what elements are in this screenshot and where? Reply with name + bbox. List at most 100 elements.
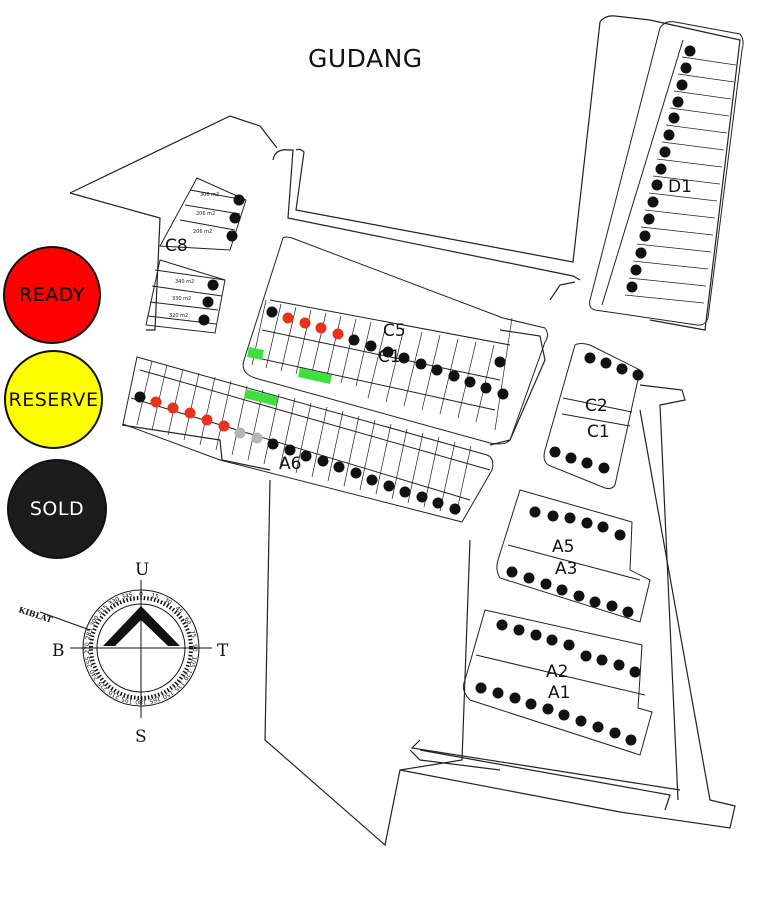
- lot-marker-sold[interactable]: [416, 491, 428, 503]
- lot-marker-sold[interactable]: [600, 357, 612, 369]
- lot-marker-sold[interactable]: [680, 62, 692, 74]
- lot-marker-sold[interactable]: [684, 45, 696, 57]
- lot-marker-reserve[interactable]: [234, 427, 246, 439]
- lot-marker-ready[interactable]: [167, 402, 179, 414]
- lot-marker-sold[interactable]: [622, 606, 634, 618]
- lot-marker-sold[interactable]: [580, 650, 592, 662]
- lot-marker-sold[interactable]: [513, 624, 525, 636]
- lot-marker-sold[interactable]: [630, 264, 642, 276]
- lot-marker-sold[interactable]: [597, 521, 609, 533]
- lot-marker-sold[interactable]: [492, 687, 504, 699]
- lot-marker-sold[interactable]: [564, 512, 576, 524]
- lot-marker-sold[interactable]: [300, 450, 312, 462]
- lot-marker-sold[interactable]: [558, 709, 570, 721]
- lot-marker-sold[interactable]: [575, 715, 587, 727]
- lot-marker-sold[interactable]: [480, 382, 492, 394]
- lot-marker-sold[interactable]: [475, 682, 487, 694]
- lot-marker-ready[interactable]: [315, 322, 327, 334]
- lot-marker-sold[interactable]: [609, 727, 621, 739]
- lot-marker-sold[interactable]: [672, 96, 684, 108]
- lot-marker-sold[interactable]: [549, 446, 561, 458]
- lot-marker-sold[interactable]: [383, 480, 395, 492]
- lot-marker-sold[interactable]: [415, 358, 427, 370]
- lot-marker-sold[interactable]: [616, 363, 628, 375]
- lot-marker-sold[interactable]: [134, 391, 146, 403]
- lot-marker-sold[interactable]: [525, 698, 537, 710]
- lot-marker-sold[interactable]: [643, 213, 655, 225]
- lot-marker[interactable]: [229, 212, 241, 224]
- lot-marker-sold[interactable]: [581, 517, 593, 529]
- lot-marker-sold[interactable]: [530, 629, 542, 641]
- lot-marker-sold[interactable]: [632, 369, 644, 381]
- lot-marker-sold[interactable]: [365, 340, 377, 352]
- lot-marker[interactable]: [233, 194, 245, 206]
- lot-marker-sold[interactable]: [449, 503, 461, 515]
- lot-marker-sold[interactable]: [647, 196, 659, 208]
- lot-marker-sold[interactable]: [565, 452, 577, 464]
- lot-marker-sold[interactable]: [592, 721, 604, 733]
- lot-marker-sold[interactable]: [266, 306, 278, 318]
- lot-marker-sold[interactable]: [350, 467, 362, 479]
- lot-marker-sold[interactable]: [366, 474, 378, 486]
- lot-marker-sold[interactable]: [626, 281, 638, 293]
- lot-marker[interactable]: [202, 296, 214, 308]
- lot-marker-sold[interactable]: [613, 659, 625, 671]
- lot-marker-sold[interactable]: [432, 497, 444, 509]
- lot-marker-sold[interactable]: [625, 734, 637, 746]
- lot-marker-sold[interactable]: [382, 346, 394, 358]
- lot-marker-sold[interactable]: [317, 455, 329, 467]
- lot-marker-sold[interactable]: [629, 666, 641, 678]
- lot-marker-sold[interactable]: [635, 247, 647, 259]
- lot-marker-reserve[interactable]: [251, 432, 263, 444]
- highlight-lot[interactable]: [298, 368, 332, 384]
- lot-marker-sold[interactable]: [676, 79, 688, 91]
- lot-marker-sold[interactable]: [655, 163, 667, 175]
- lot-marker-sold[interactable]: [431, 364, 443, 376]
- highlight-lot[interactable]: [244, 389, 278, 406]
- lot-marker-sold[interactable]: [464, 376, 476, 388]
- lot-marker-sold[interactable]: [598, 462, 610, 474]
- lot-marker-sold[interactable]: [497, 388, 509, 400]
- lot-marker-ready[interactable]: [150, 396, 162, 408]
- lot-marker-sold[interactable]: [546, 634, 558, 646]
- lot-marker-sold[interactable]: [547, 510, 559, 522]
- lot-marker-sold[interactable]: [333, 461, 345, 473]
- lot-marker-sold[interactable]: [596, 654, 608, 666]
- lot-marker-sold[interactable]: [529, 506, 541, 518]
- lot-marker-ready[interactable]: [332, 328, 344, 340]
- lot-marker-ready[interactable]: [201, 414, 213, 426]
- lot-marker-sold[interactable]: [542, 703, 554, 715]
- lot-marker-sold[interactable]: [659, 146, 671, 158]
- lot-marker-sold[interactable]: [651, 179, 663, 191]
- lot-marker-ready[interactable]: [218, 420, 230, 432]
- lot-marker-sold[interactable]: [448, 370, 460, 382]
- lot-marker-sold[interactable]: [506, 566, 518, 578]
- lot-marker-sold[interactable]: [584, 352, 596, 364]
- lot-marker-sold[interactable]: [494, 356, 506, 368]
- lot-marker-sold[interactable]: [399, 486, 411, 498]
- lot-marker-sold[interactable]: [523, 572, 535, 584]
- lot-marker-sold[interactable]: [556, 584, 568, 596]
- lot-marker-sold[interactable]: [639, 230, 651, 242]
- lot-marker-sold[interactable]: [284, 444, 296, 456]
- lot-marker-sold[interactable]: [509, 692, 521, 704]
- lot-marker-sold[interactable]: [663, 129, 675, 141]
- lot-marker-sold[interactable]: [589, 596, 601, 608]
- lot-marker-sold[interactable]: [581, 457, 593, 469]
- lot-marker-sold[interactable]: [540, 578, 552, 590]
- lot-marker-sold[interactable]: [614, 529, 626, 541]
- lot-marker-sold[interactable]: [267, 438, 279, 450]
- lot-marker[interactable]: [198, 314, 210, 326]
- lot-marker-sold[interactable]: [348, 334, 360, 346]
- lot-marker-sold[interactable]: [398, 352, 410, 364]
- lot-marker-ready[interactable]: [299, 317, 311, 329]
- lot-marker-sold[interactable]: [496, 619, 508, 631]
- lot-marker-sold[interactable]: [606, 600, 618, 612]
- lot-marker-sold[interactable]: [668, 112, 680, 124]
- highlight-lot[interactable]: [247, 347, 264, 360]
- lot-marker-ready[interactable]: [282, 312, 294, 324]
- lot-marker[interactable]: [226, 230, 238, 242]
- lot-marker-sold[interactable]: [573, 590, 585, 602]
- lot-marker-sold[interactable]: [563, 639, 575, 651]
- lot-marker[interactable]: [207, 279, 219, 291]
